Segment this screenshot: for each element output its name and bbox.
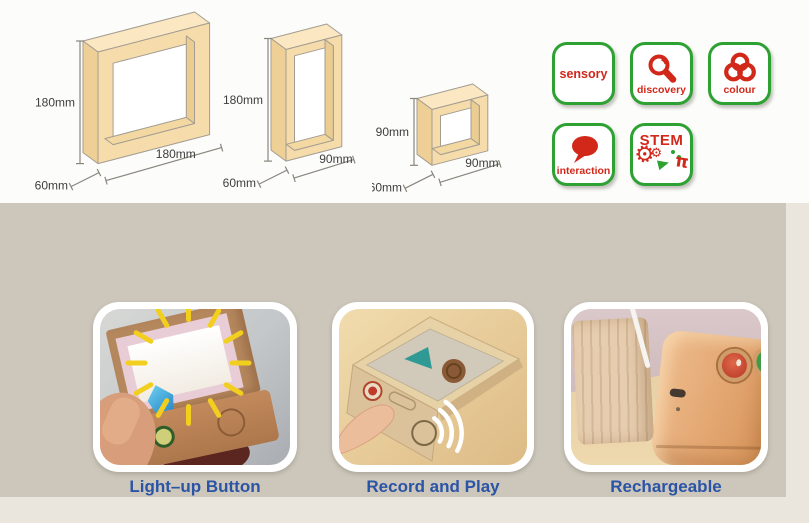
frame-diagram-90x90: 90mm 90mm 60mm (372, 83, 502, 194)
finger (339, 404, 395, 455)
size-diagram-section: 180mm 180mm 60mm 180mm 90mm 60mm 90mm 90mm 60m… (0, 0, 809, 203)
light-button (716, 347, 753, 384)
green-dot (676, 155, 681, 159)
badge-stem-label: STEM (639, 132, 684, 149)
badge-interaction: interaction (552, 123, 615, 186)
height-dimension-label: 90mm (376, 125, 409, 139)
round-button (214, 405, 248, 440)
badge-sensory-label: sensory (559, 66, 608, 81)
usb-c-port (669, 388, 687, 398)
wood-disc (441, 359, 466, 383)
sound-waves-icon (432, 399, 464, 454)
label-slot (388, 391, 417, 411)
light-ray (229, 360, 251, 366)
speaker-button (411, 420, 437, 446)
frame-diagram-180x180: 180mm 180mm 60mm (35, 11, 224, 193)
light-ray (185, 404, 191, 426)
teal-object (404, 347, 433, 369)
caption-lightup: Light–up Button (129, 477, 261, 496)
feature-panel-record (332, 302, 534, 472)
badge-discovery-label: discovery (636, 83, 687, 96)
small-gear-icon: ⚙ (650, 146, 663, 161)
badge-interaction-label: interaction (556, 164, 611, 177)
width-dimension-label: 90mm (319, 152, 352, 166)
green-dot (670, 150, 675, 154)
recharge-photo (571, 309, 761, 465)
width-dimension-label: 90mm (465, 156, 498, 170)
glass-top (365, 328, 505, 402)
light-ray (125, 360, 147, 366)
width-dimension-label: 180mm (156, 147, 196, 161)
colour-rings-icon (720, 52, 760, 84)
lightup-photo (100, 309, 290, 465)
badge-sensory: sensory (552, 42, 615, 105)
speech-bubble-icon (567, 133, 601, 165)
depth-dimension-label: 60mm (372, 180, 402, 194)
stem-gear-pi-icon: ⚙ ⚙ π (631, 140, 691, 178)
badge-stem: STEM ⚙ ⚙ π (630, 123, 693, 186)
case-seam (656, 444, 761, 450)
caption-recharge: Rechargeable (610, 477, 722, 496)
caption-record: Record and Play (366, 477, 500, 496)
magnifier-icon (645, 52, 679, 84)
box-right-edge (437, 359, 524, 421)
green-funnel-icon (656, 157, 670, 171)
device-corner (650, 329, 761, 465)
feature-panel-lightup (93, 302, 297, 472)
badge-colour: colour (708, 42, 771, 105)
green-button (750, 343, 761, 381)
badge-colour-label: colour (723, 83, 756, 96)
mic-hole (675, 406, 681, 412)
frame-diagram-180x90: 180mm 90mm 60mm (223, 23, 356, 190)
depth-dimension-label: 60mm (35, 179, 68, 193)
record-photo-art (339, 309, 527, 465)
feature-panel-recharge (564, 302, 768, 472)
depth-dimension-label: 60mm (223, 176, 256, 190)
badge-discovery: discovery (630, 42, 693, 105)
pi-symbol-icon: π (673, 151, 691, 173)
height-dimension-label: 180mm (223, 93, 263, 107)
light-ray (185, 309, 191, 322)
record-photo (339, 309, 527, 465)
height-dimension-label: 180mm (35, 95, 75, 109)
